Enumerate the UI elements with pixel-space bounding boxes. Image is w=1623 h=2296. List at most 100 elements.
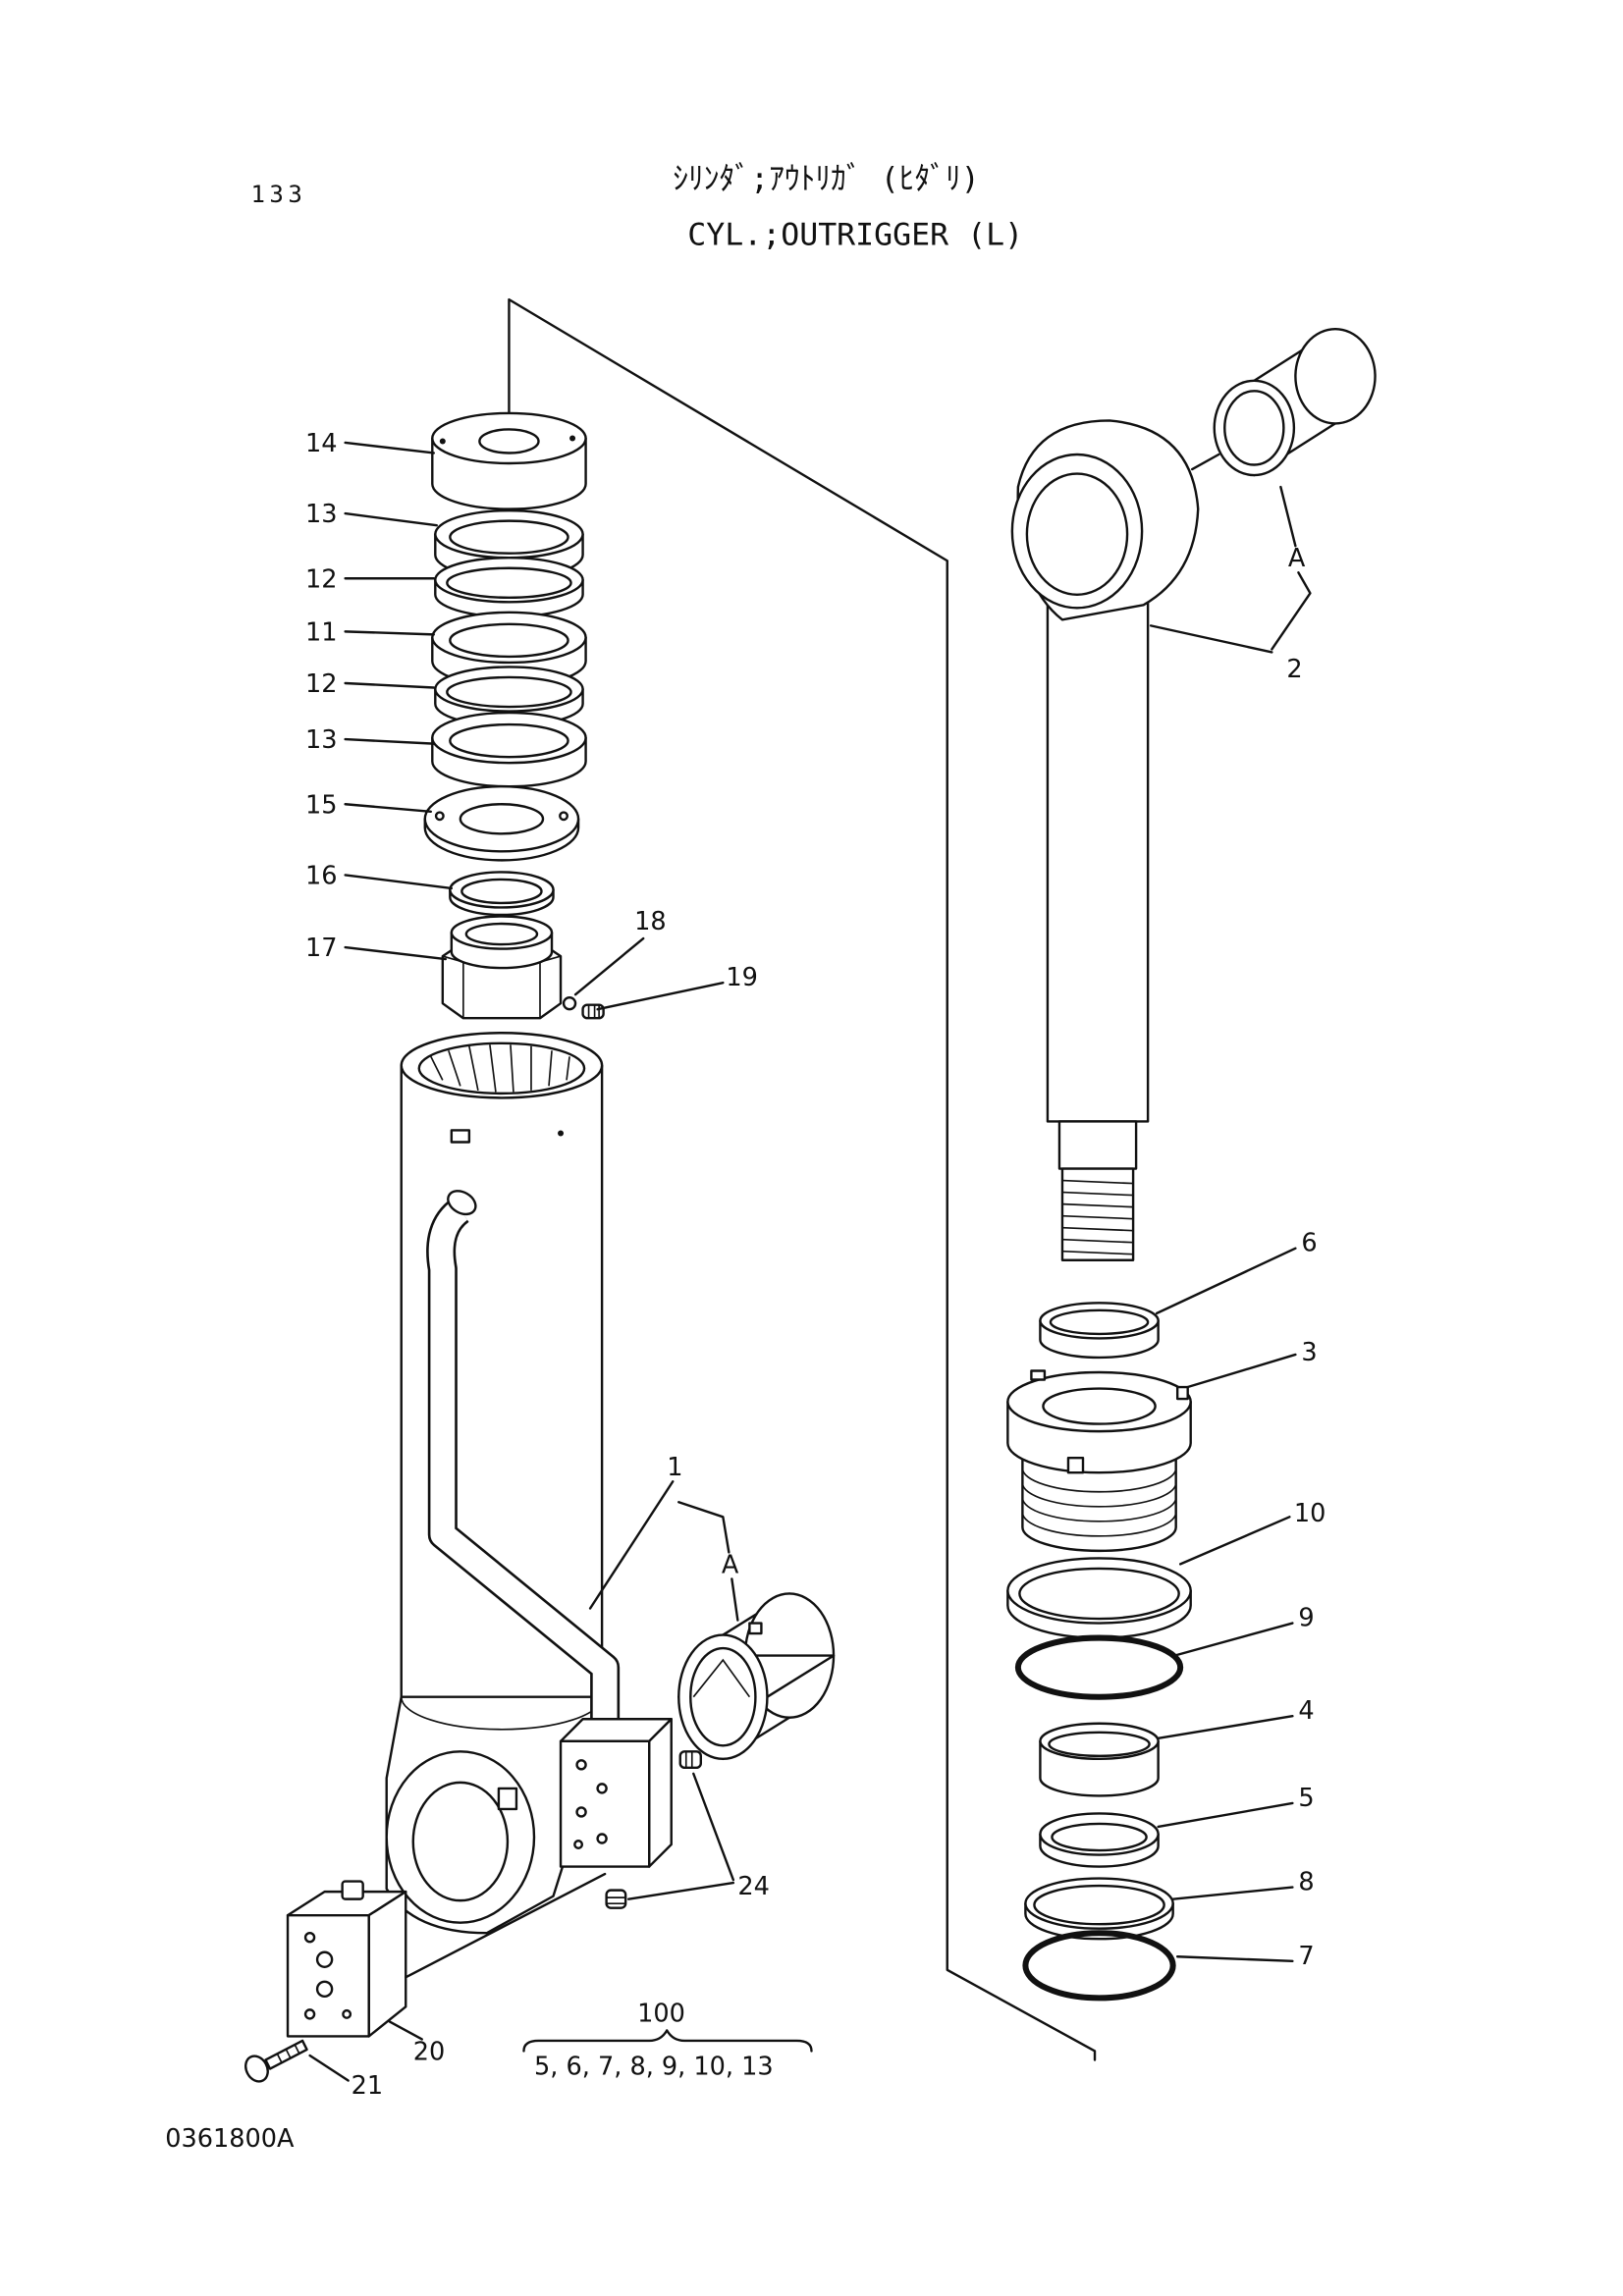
eye-notch [497,1787,518,1811]
tube-thread-lines [430,1044,570,1093]
part-4-bore [1048,1731,1151,1758]
title-japanese: ｼﾘﾝﾀﾞ;ｱｳﾄﾘｶﾞ (ﾋﾀﾞﾘ) [673,161,980,196]
callout-8: 8 [1298,1868,1314,1897]
part-3-gland [1006,1369,1192,1553]
part-4-wear-ring [1039,1722,1160,1797]
callout-13-upper: 13 [305,500,338,529]
port-hole-3 [575,1806,587,1818]
port-block-front [559,1739,651,1868]
part-14-dot-left [439,438,446,445]
block-20-front [286,1913,370,2038]
part-19-body [581,1003,605,1020]
kit-contents: 5, 6, 7, 8, 9, 10, 13 [534,2053,774,2082]
part-10-ring [1006,1557,1192,1639]
part-2-piston-rod [1010,419,1200,1261]
part-15-bolt-hole-right [559,811,569,822]
part-20-valve-block [286,1880,407,2038]
pipe-fill [428,1200,618,1741]
leader-lines-right [1155,1247,1297,1962]
part-13-ring-lower [431,711,587,788]
part-14-dust-ring [431,411,587,510]
block-20-top-bolt [341,1880,364,1900]
part-24-plug-lower [605,1889,627,1909]
leader-part-20 [388,2020,423,2041]
bushing-left-groove [692,1658,751,1698]
block-20-hole-4 [303,2008,316,2020]
block-20-assembly-line [405,1872,607,1979]
block-20-hole-3 [315,1980,334,1999]
part-10-bore [1018,1567,1180,1621]
part-12-lower-bore [446,675,572,709]
part-14-bore [478,428,540,454]
bushing-left-bore [689,1646,757,1747]
part-17-nut [441,915,563,1020]
gland-bore [1042,1387,1157,1425]
callout-6: 6 [1301,1229,1317,1258]
port-hole-2 [596,1783,608,1794]
callout-13-lower: 13 [305,725,338,755]
port-hole-1 [575,1759,587,1771]
tube-notch-left [450,1129,471,1144]
callout-11: 11 [305,617,338,647]
callout-4: 4 [1298,1696,1314,1726]
part-14-dot-right [569,435,576,442]
bushing-left-notch [748,1622,763,1635]
block-20-hole-5 [342,2008,352,2019]
part-18-ball [562,995,577,1011]
callout-19: 19 [726,963,758,992]
callout-20: 20 [413,2037,446,2066]
callout-5: 5 [1298,1784,1314,1813]
title-english: CYL.;OUTRIGGER (L) [687,218,1023,253]
part-19-threads [587,1004,600,1019]
block-20-hole-2 [315,1950,334,1968]
plug-upper-body [678,1750,702,1770]
callout-16: 16 [305,861,338,890]
gland-notch-left [1030,1369,1047,1381]
plug-lower-body [605,1889,627,1909]
block-20-side [367,1890,407,2038]
callout-3: 3 [1301,1338,1317,1367]
callout-21: 21 [352,2071,384,2101]
part-24-plug-upper [678,1750,702,1770]
callout-2: 2 [1286,655,1302,684]
part-12-ring-upper [434,557,584,618]
cylinder-port-block [559,1718,673,1868]
gland-thread-lines [1021,1468,1177,1537]
callout-10: 10 [1294,1499,1326,1528]
plug-upper-threads [684,1751,693,1768]
rod-thread [1060,1167,1135,1261]
part-9-o-ring [1014,1634,1184,1700]
callout-1: 1 [667,1453,682,1482]
port-hole-5 [573,1840,584,1849]
part-16-ring [449,871,555,917]
callout-12-upper: 12 [305,564,338,594]
tube-inner-thread [417,1041,586,1095]
part-5-ring [1039,1812,1160,1868]
leader-part-1 [588,1480,739,1622]
gland-thread-body [1021,1452,1177,1553]
bolt-21-shank [264,2039,308,2070]
part-16-bore [460,878,543,905]
part-11-bore [449,622,569,659]
page-number: 133 [250,181,306,208]
part-19-set-screw [581,1003,605,1020]
callout-17: 17 [305,934,338,963]
leader-lines-left [344,441,725,1011]
part-5-bore [1051,1822,1148,1852]
part-7-o-ring [1022,1930,1176,2002]
rod-neck [1057,1120,1138,1170]
callout-14: 14 [305,429,338,458]
rod-thread-lines [1061,1179,1134,1255]
bushing-right-back [1294,328,1377,425]
rod-shaft [1046,589,1150,1123]
cylinder-pipe [426,1190,621,1741]
part-6-bore [1049,1308,1150,1336]
tube-dot-right [558,1130,565,1137]
pipe-elbow-end [447,1190,477,1216]
bolt-21-head [244,2055,269,2083]
callout-12-lower: 12 [305,669,338,699]
part-15-plate [423,785,580,862]
rod-eye-bore [1025,472,1129,596]
part-21-bolt [244,2039,308,2083]
